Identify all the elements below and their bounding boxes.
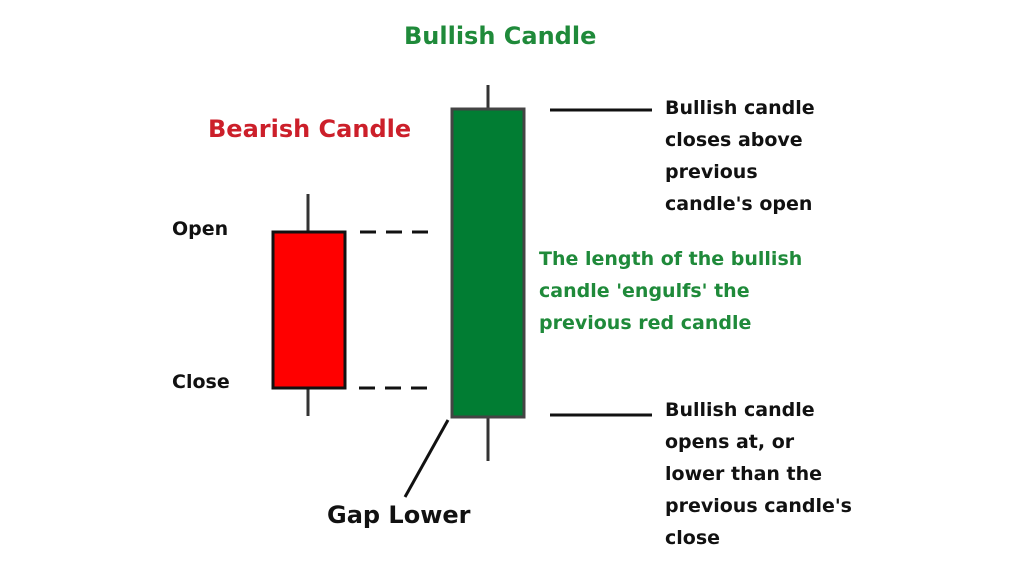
middle-note: The length of the bullish candle 'engulf… — [539, 243, 802, 339]
bearish-title: Bearish Candle — [208, 115, 412, 143]
note-line: lower than the — [665, 463, 823, 485]
note-line: The length of the bullish — [539, 248, 803, 270]
bearish-candle-body — [271, 230, 347, 390]
note-line: candle's open — [665, 193, 813, 215]
note-line: candle 'engulfs' the — [539, 280, 750, 302]
gap-pointer-line — [403, 419, 450, 498]
bottom-note: Bullish candle opens at, or lower than t… — [665, 394, 852, 554]
note-line: Bullish candle — [665, 97, 815, 119]
gap-lower-label: Gap Lower — [327, 501, 471, 529]
top-note: Bullish candle closes above previous can… — [665, 92, 815, 220]
note-line: previous red candle — [539, 312, 752, 334]
note-line: previous — [665, 161, 758, 183]
bullish-title: Bullish Candle — [404, 22, 597, 50]
open-label: Open — [172, 218, 229, 240]
note-line: closes above — [665, 129, 803, 151]
close-label: Close — [172, 371, 230, 393]
note-line: Bullish candle — [665, 399, 815, 421]
note-line: previous candle's — [665, 495, 852, 517]
note-line: opens at, or — [665, 431, 795, 453]
note-line: close — [665, 527, 721, 549]
bullish-candle-body — [450, 107, 526, 419]
